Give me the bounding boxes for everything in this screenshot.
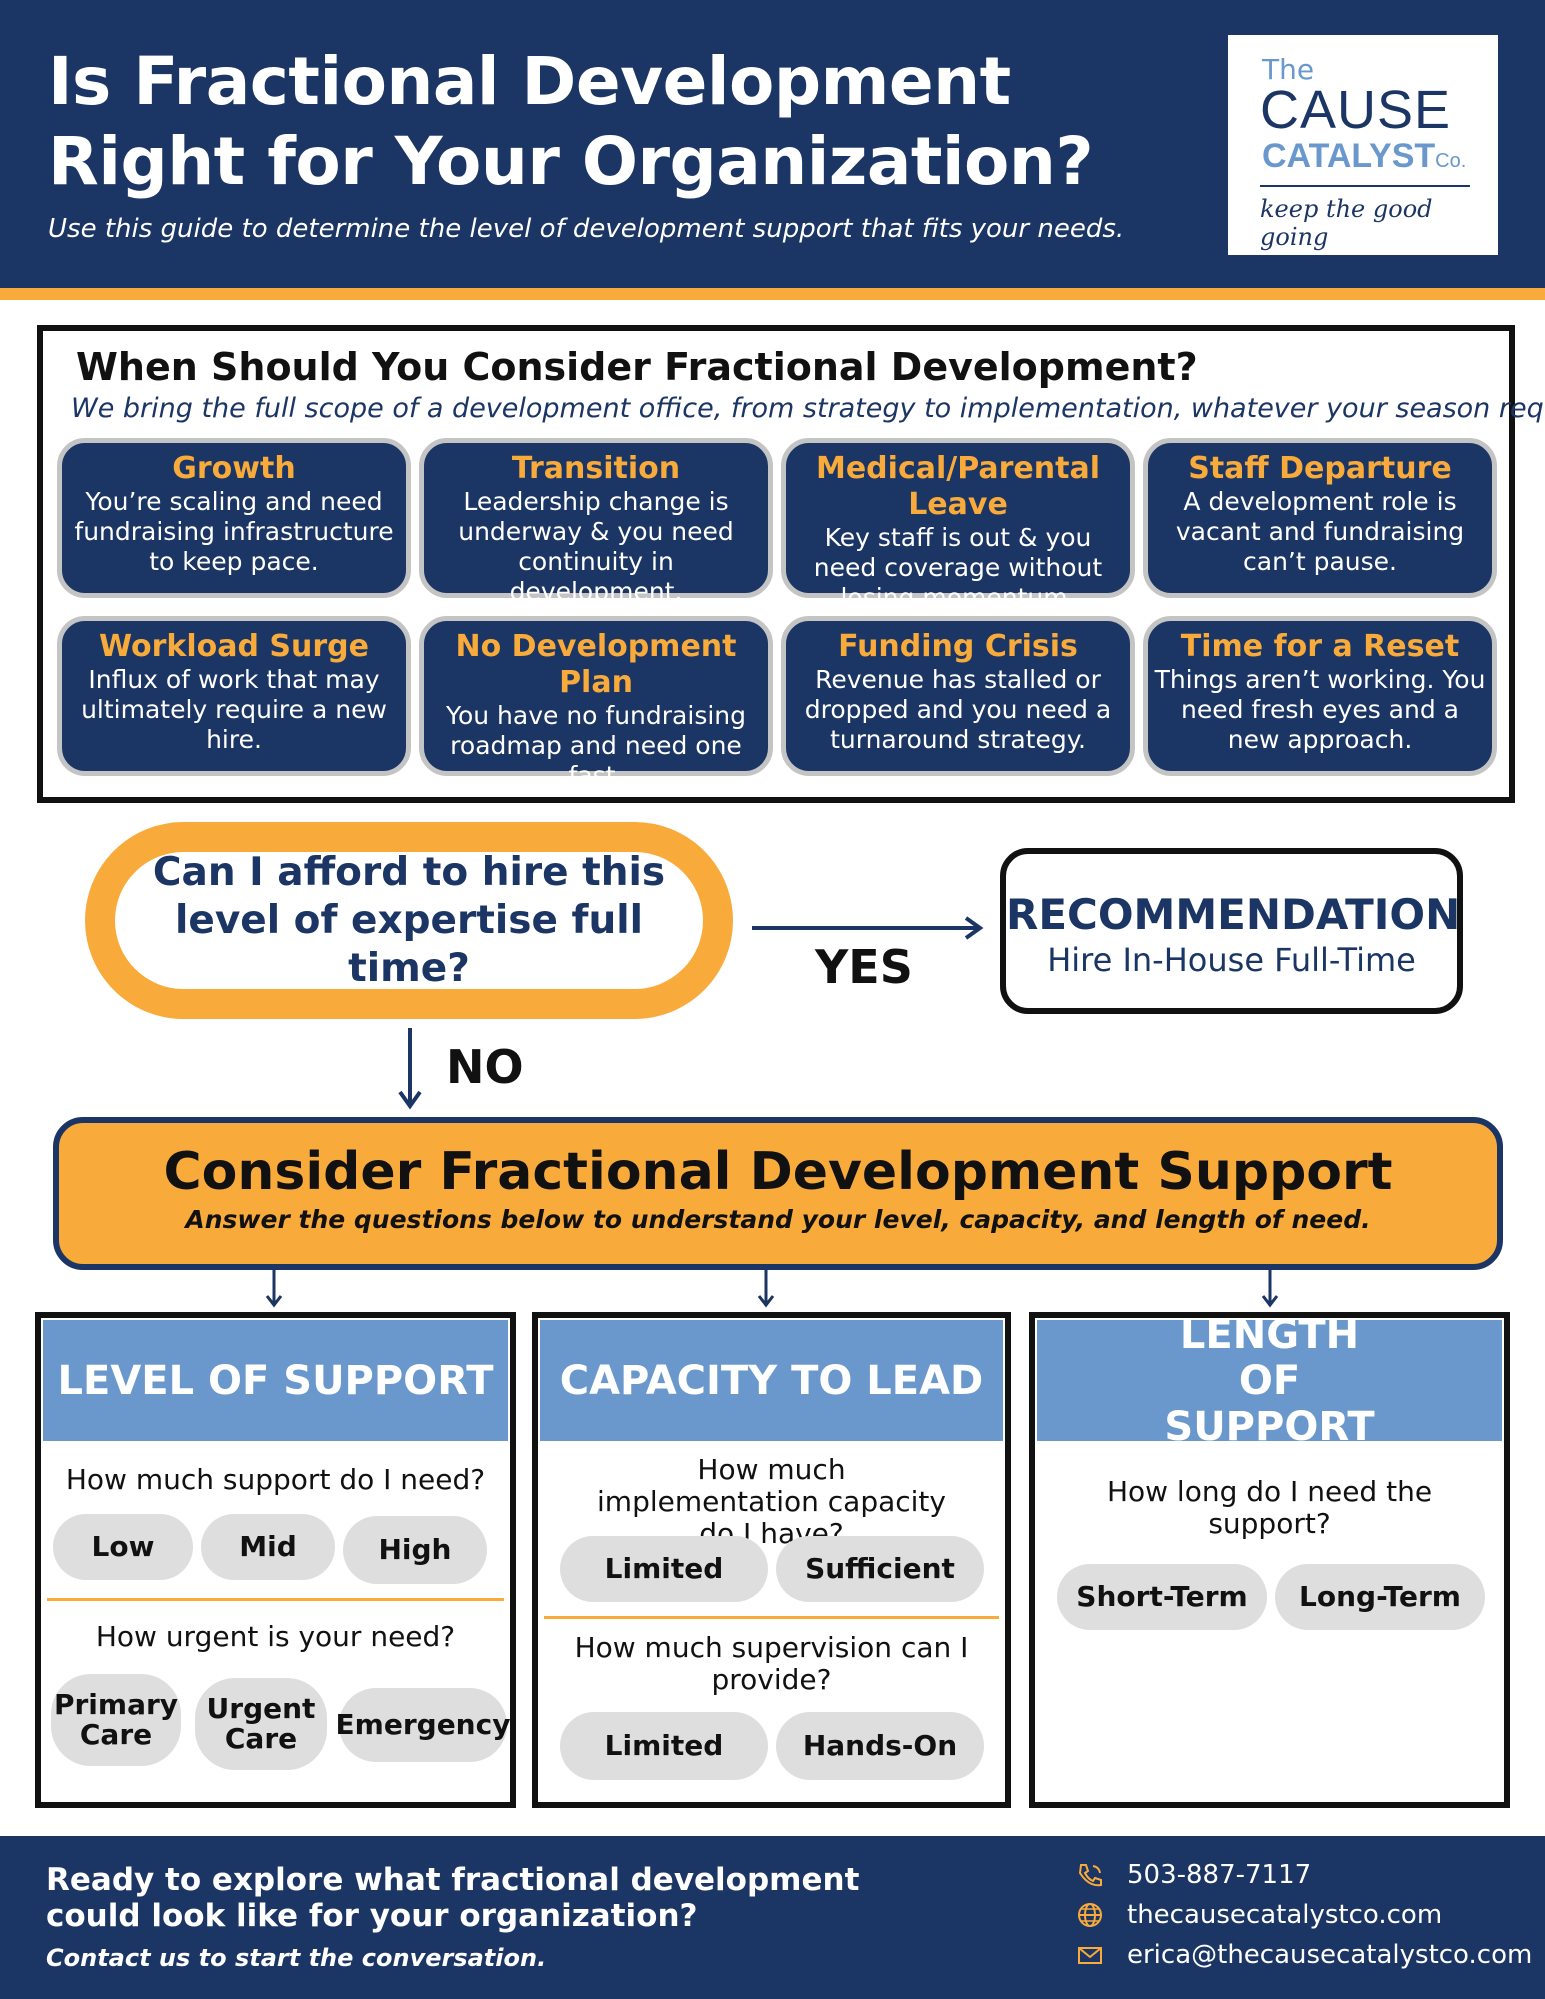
card-title: Staff Departure (1188, 451, 1452, 486)
card-workload-surge: Workload Surge Influx of work that may u… (57, 616, 411, 776)
globe-icon (1078, 1903, 1102, 1927)
consider-subtitle: Answer the questions below to understand… (185, 1205, 1371, 1234)
option-low: Low (53, 1514, 193, 1580)
consider-title: Consider Fractional Development Support (163, 1142, 1393, 1202)
page-title: Is Fractional Development Right for Your… (48, 43, 1094, 200)
length-question-1: How long do I need the support? (1106, 1475, 1433, 1540)
contact-website[interactable]: thecausecatalystco.com (1075, 1898, 1442, 1932)
header-banner: Is Fractional Development Right for Your… (0, 0, 1545, 288)
logo: The CAUSE CATALYSTCo. keep the good goin… (1228, 35, 1498, 255)
card-transition: Transition Leadership change is underway… (419, 438, 773, 606)
recommendation-box: RECOMMENDATION Hire In-House Full-Time (1000, 848, 1463, 1014)
column-divider (47, 1598, 504, 1601)
logo-co: Co. (1435, 150, 1467, 172)
arrow-down-icon (265, 1270, 283, 1308)
when-section: When Should You Consider Fractional Deve… (37, 325, 1545, 803)
footer-subtitle: Contact us to start the conversation. (46, 1944, 547, 1972)
option-limited: Limited (560, 1712, 768, 1780)
level-question-2: How urgent is your need? (95, 1620, 456, 1653)
when-subtitle: We bring the full scope of a development… (71, 393, 1545, 424)
card-title: No Development Plan (455, 629, 737, 700)
option-limited: Limited (560, 1536, 768, 1602)
capacity-question-1: How much implementation capacity do I ha… (597, 1453, 946, 1550)
phone-icon (1078, 1864, 1102, 1887)
capacity-to-lead-heading: CAPACITY TO LEAD (540, 1320, 1003, 1441)
card-funding-crisis: Funding Crisis Revenue has stalled or dr… (781, 616, 1135, 776)
logo-rule (1260, 185, 1470, 187)
decision-question: Can I afford to hire this level of exper… (152, 849, 666, 991)
no-label: NO (446, 1040, 524, 1094)
card-growth: Growth You’re scaling and need fundraisi… (57, 438, 411, 598)
level-of-support-heading: LEVEL OF SUPPORT (43, 1320, 508, 1441)
yes-label: YES (815, 940, 913, 994)
header-accent-stripe (0, 288, 1545, 300)
footer-title: Ready to explore what fractional develop… (46, 1862, 860, 1934)
card-desc: You have no fundraising roadmap and need… (446, 701, 746, 790)
card-desc: Leadership change is underway & you need… (458, 487, 734, 606)
option-urgent-care: Urgent Care (195, 1678, 327, 1770)
card-desc: Influx of work that may ultimately requi… (81, 665, 387, 754)
option-emergency: Emergency (336, 1688, 510, 1762)
card-no-development-plan: No Development Plan You have no fundrais… (419, 616, 773, 790)
recommendation-title: RECOMMENDATION (1006, 890, 1461, 939)
logo-the: The (1262, 53, 1315, 86)
card-staff-departure: Staff Departure A development role is va… (1143, 438, 1497, 598)
contact-phone[interactable]: 503-887-7117 (1075, 1858, 1311, 1892)
card-desc: Things aren’t working. You need fresh ey… (1154, 665, 1486, 754)
page-subtitle: Use this guide to determine the level of… (48, 214, 1125, 244)
capacity-to-lead-column: CAPACITY TO LEAD How much implementation… (532, 1312, 1011, 1808)
length-of-support-heading: LENGTH OF SUPPORT (1037, 1312, 1502, 1450)
card-title: Growth (172, 451, 296, 486)
arrow-right-icon (752, 916, 984, 940)
card-title: Funding Crisis (838, 629, 1078, 664)
column-divider (544, 1616, 999, 1619)
card-desc: Revenue has stalled or dropped and you n… (804, 665, 1112, 754)
when-title: When Should You Consider Fractional Deve… (76, 345, 1198, 389)
arrow-down-icon (398, 1028, 422, 1110)
consider-banner: Consider Fractional Development Support … (53, 1117, 1503, 1270)
footer: Ready to explore what fractional develop… (0, 1836, 1545, 1999)
option-primary-care: Primary Care (51, 1674, 181, 1766)
card-title: Transition (511, 451, 681, 486)
decision-question-box: Can I afford to hire this level of exper… (85, 822, 733, 1019)
card-title: Time for a Reset (1180, 629, 1460, 664)
level-question-1: How much support do I need? (65, 1463, 486, 1496)
card-title: Medical/Parental Leave (815, 451, 1101, 522)
card-desc: You’re scaling and need fundraising infr… (74, 487, 394, 576)
option-short-term: Short-Term (1057, 1564, 1267, 1630)
contact-email[interactable]: erica@thecausecatalystco.com (1075, 1938, 1532, 1972)
card-desc: A development role is vacant and fundrai… (1175, 487, 1465, 576)
website-link[interactable]: thecausecatalystco.com (1127, 1900, 1443, 1930)
option-hands-on: Hands-On (776, 1712, 984, 1780)
logo-catalyst-text: CATALYST (1262, 137, 1436, 175)
arrow-down-icon (1261, 1270, 1279, 1308)
email-link[interactable]: erica@thecausecatalystco.com (1127, 1940, 1533, 1970)
option-mid: Mid (201, 1514, 335, 1580)
card-time-for-reset: Time for a Reset Things aren’t working. … (1143, 616, 1497, 776)
level-of-support-column: LEVEL OF SUPPORT How much support do I n… (35, 1312, 516, 1808)
option-sufficient: Sufficient (776, 1536, 984, 1602)
option-high: High (343, 1516, 487, 1584)
card-title: Workload Surge (98, 629, 369, 664)
logo-tagline: keep the good going (1260, 195, 1433, 251)
option-long-term: Long-Term (1275, 1564, 1485, 1630)
phone-number[interactable]: 503-887-7117 (1127, 1860, 1312, 1890)
card-desc: Key staff is out & you need coverage wit… (813, 523, 1103, 612)
arrow-down-icon (757, 1270, 775, 1308)
logo-cause: CAUSE (1260, 80, 1452, 140)
card-medical-leave: Medical/Parental Leave Key staff is out … (781, 438, 1135, 612)
mail-icon (1078, 1947, 1102, 1964)
recommendation-text: Hire In-House Full-Time (1047, 941, 1416, 979)
logo-catalyst: CATALYSTCo. (1262, 137, 1466, 176)
capacity-question-2: How much supervision can I provide? (574, 1631, 969, 1696)
length-of-support-column: LENGTH OF SUPPORT How long do I need the… (1029, 1312, 1510, 1808)
